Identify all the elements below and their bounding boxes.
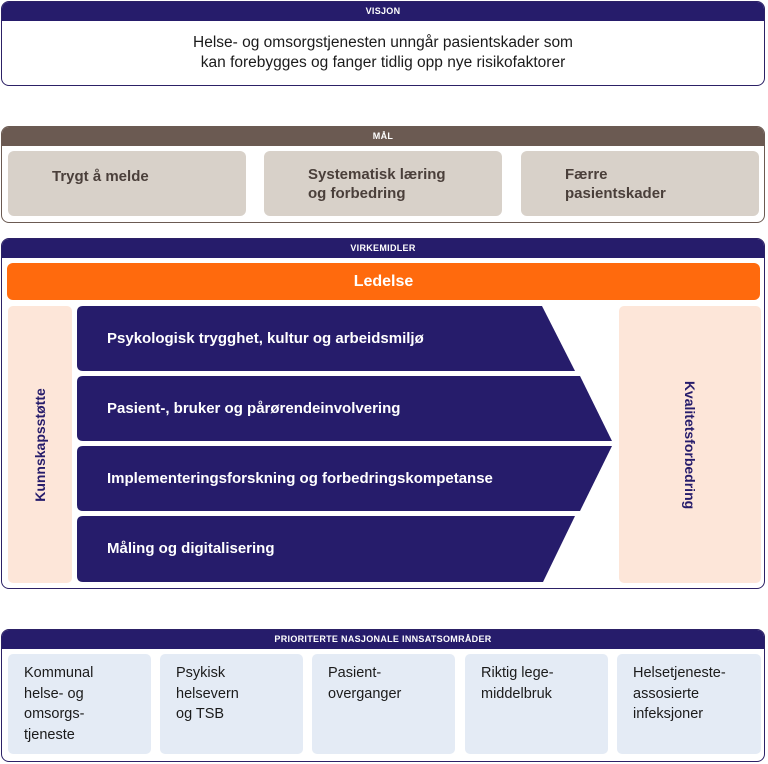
arrow-label: Måling og digitalisering — [107, 540, 275, 557]
arrow-shape — [77, 446, 612, 511]
vision-line-1: Helse- og omsorgstjenesten unngår pasien… — [193, 34, 573, 51]
arrow-label: Psykologisk trygghet, kultur og arbeidsm… — [107, 330, 424, 347]
area-healthcare-infections: Helsetjeneste- assosierte infeksjoner — [617, 654, 761, 754]
goals-section: MÅL Trygt å melde Systematisk læring og … — [1, 126, 765, 223]
arrow-patient-involvement: Pasient-, bruker og pårørendeinvolvering — [77, 376, 614, 441]
arrow-psychological-safety: Psykologisk trygghet, kultur og arbeidsm… — [77, 306, 577, 371]
goal-label: Færre pasientskader — [565, 166, 666, 202]
goal-label: Trygt å melde — [52, 168, 149, 185]
arrow-shape — [77, 306, 575, 371]
area-municipal-health: Kommunal helse- og omsorgs- tjeneste — [8, 654, 151, 754]
vision-header: VISJON — [2, 2, 764, 21]
leadership-bar: Ledelse — [7, 263, 760, 300]
vision-section: VISJON Helse- og omsorgstjenesten unngår… — [1, 1, 765, 86]
vision-statement: Helse- og omsorgstjenesten unngår pasien… — [2, 21, 764, 73]
arrow-label: Implementeringsforskning og forbedringsk… — [107, 470, 493, 487]
area-patient-transitions: Pasient- overganger — [312, 654, 455, 754]
area-mental-health: Psykisk helsevern og TSB — [160, 654, 303, 754]
goal-safe-reporting: Trygt å melde — [8, 151, 246, 216]
arrow-label: Pasient-, bruker og pårørendeinvolvering — [107, 400, 401, 417]
goal-systematic-learning: Systematisk læring og forbedring — [264, 151, 502, 216]
priorities-section: PRIORITERTE NASJONALE INNSATSOMRÅDER Kom… — [1, 629, 765, 762]
knowledge-support-box: Kunnskapsstøtte — [8, 306, 72, 583]
arrow-implementation-research: Implementeringsforskning og forbedringsk… — [77, 446, 614, 511]
quality-improvement-label: Kvalitetsforbedring — [682, 380, 698, 509]
arrow-shape — [77, 516, 575, 582]
quality-improvement-box: Kvalitetsforbedring — [619, 306, 761, 583]
goal-fewer-injuries: Færre pasientskader — [521, 151, 759, 216]
means-header: VIRKEMIDLER — [2, 239, 764, 258]
knowledge-support-label: Kunnskapsstøtte — [32, 387, 48, 502]
arrow-shape — [77, 376, 612, 441]
means-section: VIRKEMIDLER Ledelse Kunnskapsstøtte Kval… — [1, 238, 765, 589]
goal-label: Systematisk læring og forbedring — [308, 166, 446, 202]
vision-line-2: kan forebygges og fanger tidlig opp nye … — [200, 54, 566, 71]
priorities-header: PRIORITERTE NASJONALE INNSATSOMRÅDER — [2, 630, 764, 649]
arrow-measurement-digitalization: Måling og digitalisering — [77, 516, 577, 582]
goals-header: MÅL — [2, 127, 764, 146]
area-medication-use: Riktig lege- middelbruk — [465, 654, 608, 754]
